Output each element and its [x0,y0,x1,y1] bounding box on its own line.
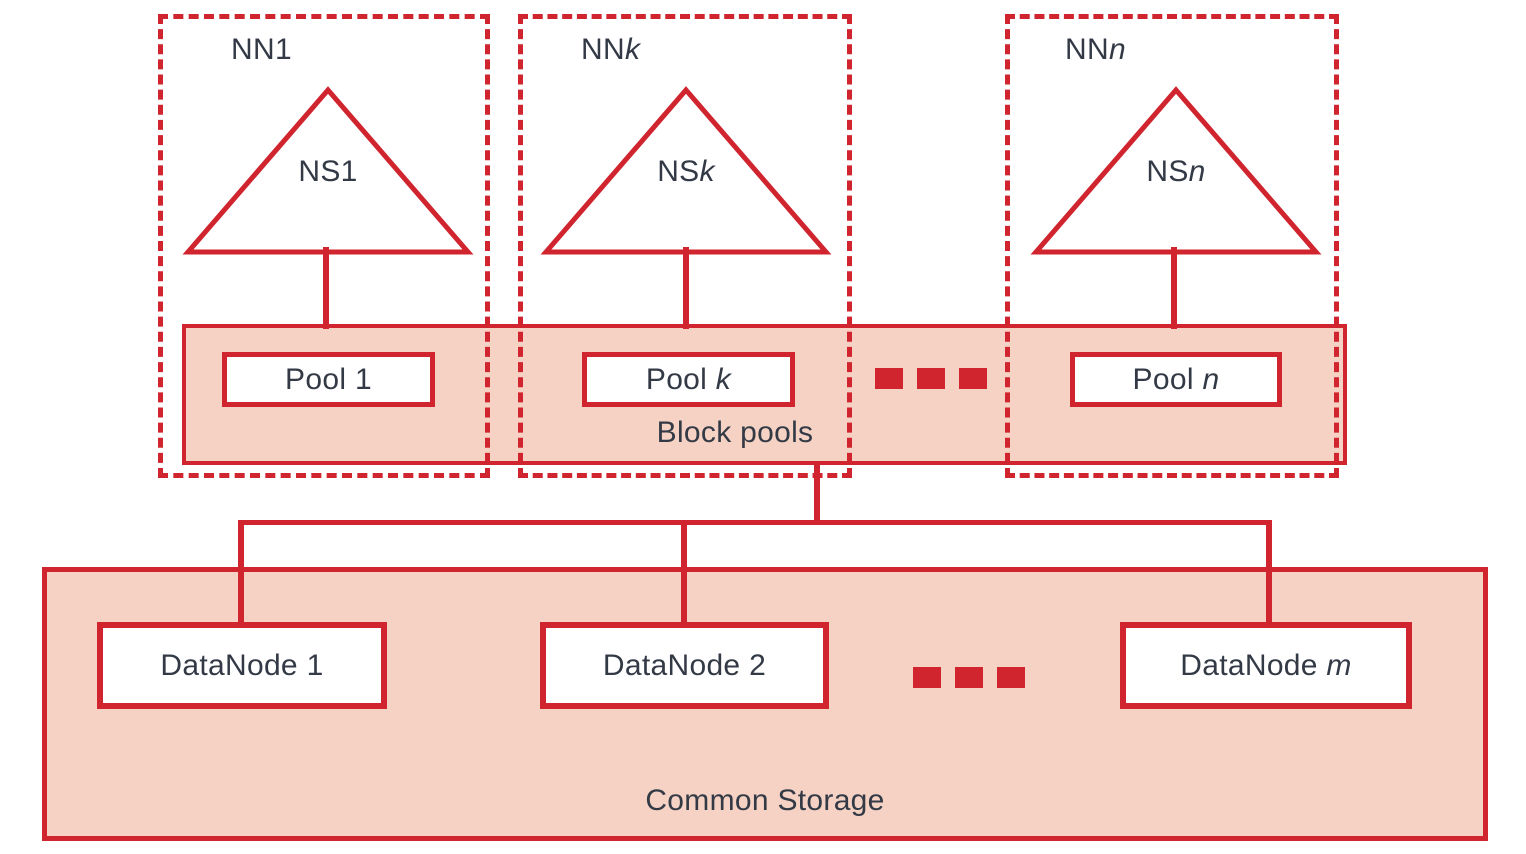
namenode-label-prefix: NN [1065,33,1109,66]
common-storage-box: DataNode 1 DataNode 2 DataNode m Common … [42,567,1488,841]
pool-label: Pool k [646,363,731,396]
datanode-label: DataNode 1 [160,649,323,682]
pool-box-n: Pool n [1070,352,1282,407]
triangle-to-pool-connector [1171,247,1177,329]
distribution-bus-line [238,520,1272,525]
namenode-label-var: 1 [274,33,292,66]
ellipsis-square-icon [997,667,1025,688]
band-to-bus-connector [814,461,820,525]
namespace-label: NS1 [182,155,474,188]
ellipsis-square-icon [913,667,941,688]
datanode-label-prefix: DataNode [1180,649,1318,682]
block-pools-label: Block pools [656,416,814,449]
namenode-box-n: NNn NSn Pool n [1005,14,1339,478]
namespace-label-prefix: NS [298,155,341,188]
datanode-box-m: DataNode m [1120,622,1412,709]
namenode-label: NN1 [231,33,292,66]
namenode-label: NNk [581,33,640,66]
datanode-label-prefix: DataNode [160,649,298,682]
datanode-box-1: DataNode 1 [97,622,387,709]
triangle-to-pool-connector [323,247,329,329]
namenode-label-var: k [624,33,641,66]
namespace-label-var: n [1188,155,1206,188]
namenode-label-prefix: NN [581,33,625,66]
namespace-label-prefix: NS [1146,155,1189,188]
namenode-box-k: NNk NSk Pool k [518,14,852,478]
pools-ellipsis-icon [875,368,987,389]
namespace-label-prefix: NS [657,155,700,188]
pool-label-prefix: Pool [1132,363,1194,396]
namenode-label: NNn [1065,33,1126,66]
pool-label-var: k [715,363,732,396]
datanode-label-var: m [1326,649,1352,682]
pool-label-var: n [1202,363,1220,396]
datanode-label: DataNode 2 [603,649,766,682]
pool-label: Pool 1 [285,363,372,396]
pool-label: Pool n [1133,363,1220,396]
ellipsis-square-icon [959,368,987,389]
ellipsis-square-icon [917,368,945,389]
common-storage-label: Common Storage [645,784,885,817]
namenode-label-var: n [1108,33,1126,66]
datanode-label-var: 1 [306,649,324,682]
pool-box-1: Pool 1 [222,352,435,407]
namespace-label: NSn [1030,155,1322,188]
pool-label-var: 1 [354,363,372,396]
pool-box-k: Pool k [582,352,795,407]
ellipsis-square-icon [955,667,983,688]
namenode-label-prefix: NN [231,33,275,66]
datanode-label-prefix: DataNode [602,649,741,682]
datanode-label: DataNode m [1180,649,1351,682]
namespace-label: NSk [540,155,832,188]
bus-to-datanode2-connector [681,520,687,624]
datanodes-ellipsis-icon [913,667,1025,688]
bus-to-datanodem-connector [1266,520,1272,624]
namenode-box-1: NN1 NS1 Pool 1 [158,14,490,478]
ellipsis-square-icon [875,368,903,389]
pool-label-prefix: Pool [285,363,347,396]
datanode-box-2: DataNode 2 [540,622,829,709]
namespace-label-var: 1 [340,155,358,188]
namespace-label-var: k [699,155,715,188]
datanode-label-var: 2 [749,649,767,682]
pool-label-prefix: Pool [645,363,708,396]
bus-to-datanode1-connector [238,520,244,624]
triangle-to-pool-connector [683,247,689,329]
